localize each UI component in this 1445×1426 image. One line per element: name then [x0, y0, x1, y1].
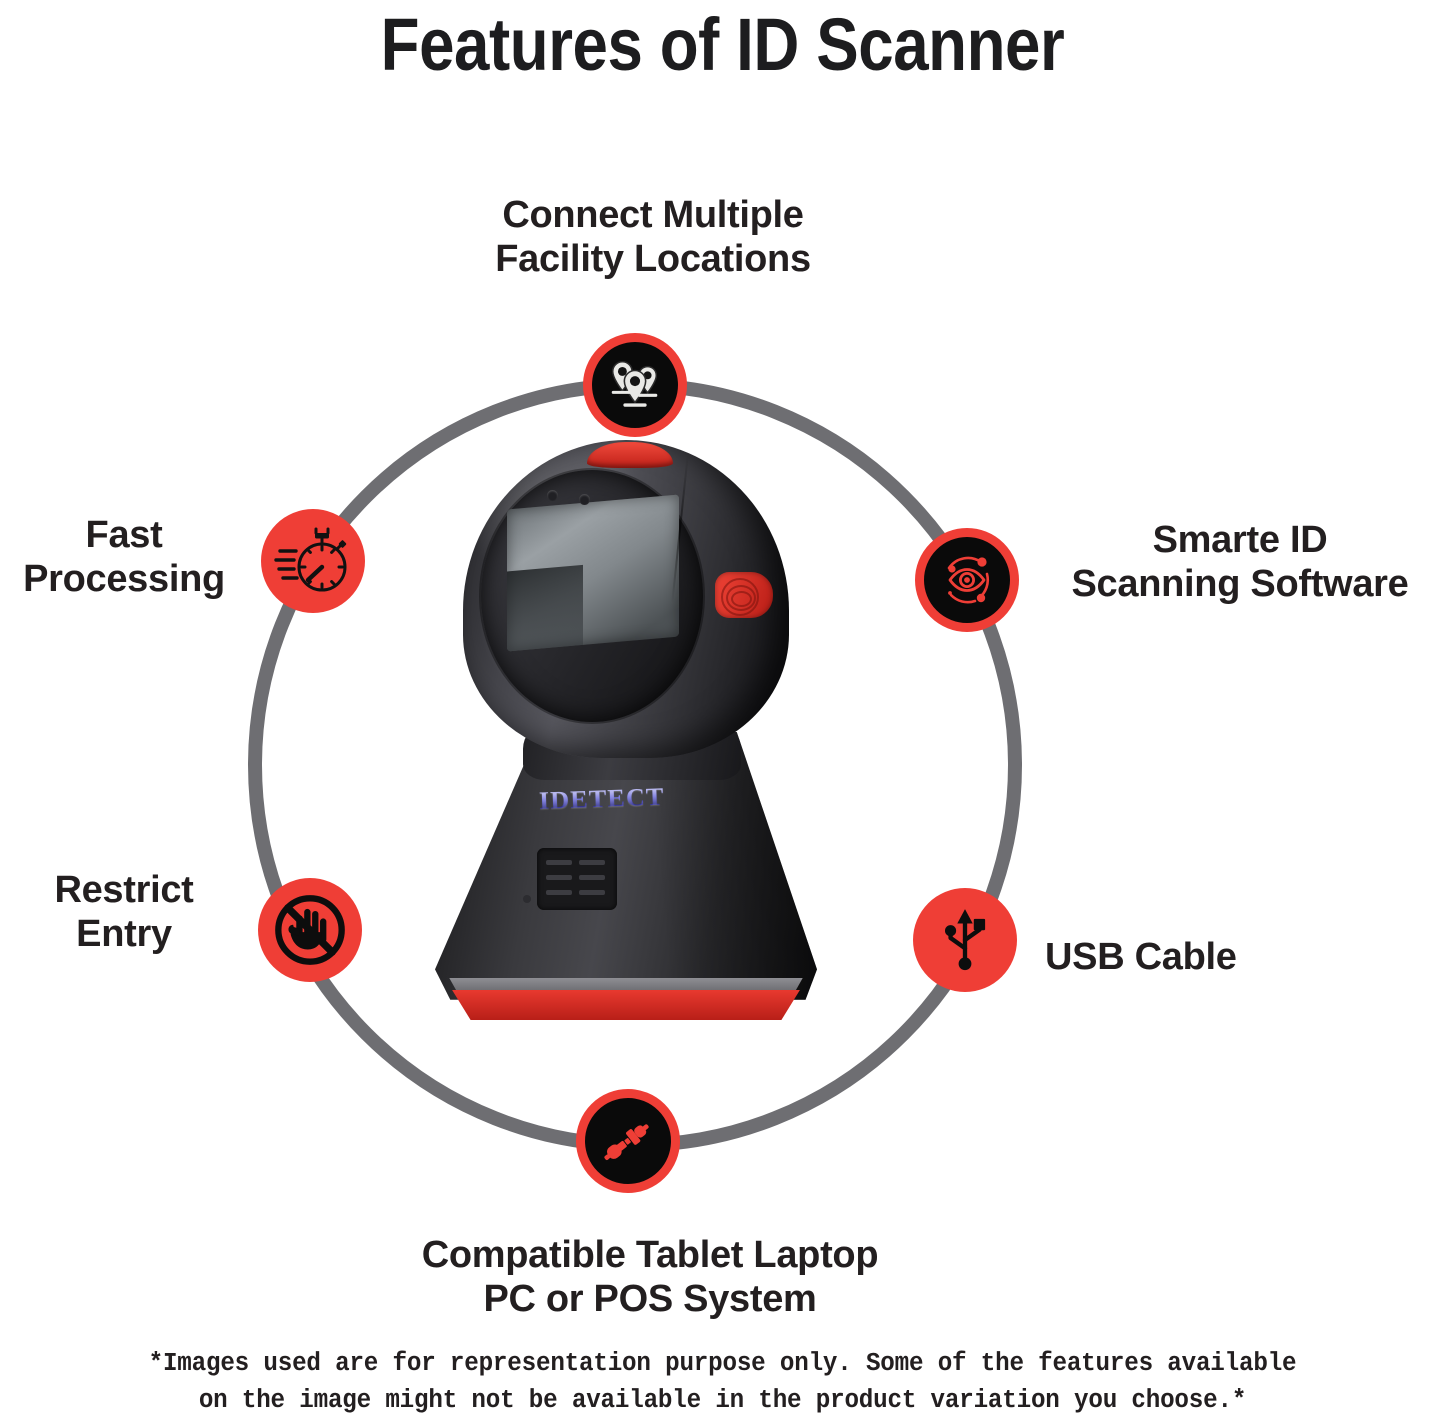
- page-title: Features of ID Scanner: [380, 3, 1065, 86]
- disclaimer: *Images used are for representation purp…: [36, 1346, 1409, 1420]
- feature-label-line2: Entry: [76, 913, 172, 956]
- feature-label-restrict-entry: Restrict Entry: [0, 868, 248, 957]
- scanner-speaker-grille: [537, 848, 617, 910]
- disclaimer-line-1: *Images used are for representation purp…: [148, 1349, 1297, 1378]
- scanner-scan-window: [507, 494, 679, 652]
- scanner-side-red-accent: [715, 572, 773, 618]
- feature-badge-usb-cable[interactable]: [913, 888, 1017, 992]
- feature-badge-restrict-entry[interactable]: [258, 878, 362, 982]
- feature-label-usb-cable: USB Cable: [1045, 935, 1375, 979]
- map-pins-icon: [611, 360, 658, 407]
- feature-label-line1: USB Cable: [1045, 936, 1237, 978]
- scanner-base: [435, 732, 817, 1020]
- feature-label-line1: Compatible Tablet Laptop: [421, 1234, 879, 1276]
- feature-label-line1: Fast: [85, 514, 163, 556]
- feature-label-line2: Scanning Software: [1071, 563, 1409, 606]
- scanner-sensor-dot: [547, 490, 558, 501]
- scanner-head: [463, 440, 789, 762]
- plug-connector-icon: [604, 1124, 649, 1160]
- product-brand-logo: IDETECT: [539, 782, 708, 816]
- feature-badge-fast-processing[interactable]: [261, 509, 365, 613]
- scanner-sensor-dot: [579, 494, 590, 505]
- feature-label-fast-processing: Fast Processing: [0, 513, 248, 602]
- feature-label-line2: Facility Locations: [495, 238, 811, 281]
- stopwatch-icon: [274, 527, 347, 592]
- feature-label-line1: Connect Multiple: [502, 194, 804, 236]
- feature-label-line2: Processing: [23, 558, 225, 601]
- feature-badge-compatible-devices[interactable]: [576, 1089, 680, 1193]
- product-image-id-scanner: IDETECT: [425, 440, 855, 1020]
- feature-badge-smart-software[interactable]: [915, 528, 1019, 632]
- scanner-status-led: [523, 895, 531, 903]
- eye-scan-icon: [947, 556, 990, 604]
- usb-icon: [944, 909, 986, 971]
- disclaimer-line-2: on the image might not be available in t…: [198, 1385, 1247, 1415]
- feature-badge-connect-locations[interactable]: [583, 333, 687, 437]
- feature-label-line1: Smarte ID: [1152, 519, 1328, 561]
- no-hand-icon: [275, 895, 345, 965]
- feature-label-compatible-devices: Compatible Tablet Laptop PC or POS Syste…: [300, 1233, 1000, 1322]
- feature-label-connect-locations: Connect Multiple Facility Locations: [383, 193, 923, 282]
- feature-label-line2: PC or POS System: [483, 1278, 817, 1321]
- scanner-top-red-accent: [587, 442, 673, 468]
- feature-label-smart-software: Smarte ID Scanning Software: [1030, 518, 1445, 607]
- feature-label-line1: Restrict: [54, 869, 194, 911]
- scanner-base-red-trim: [452, 990, 800, 1020]
